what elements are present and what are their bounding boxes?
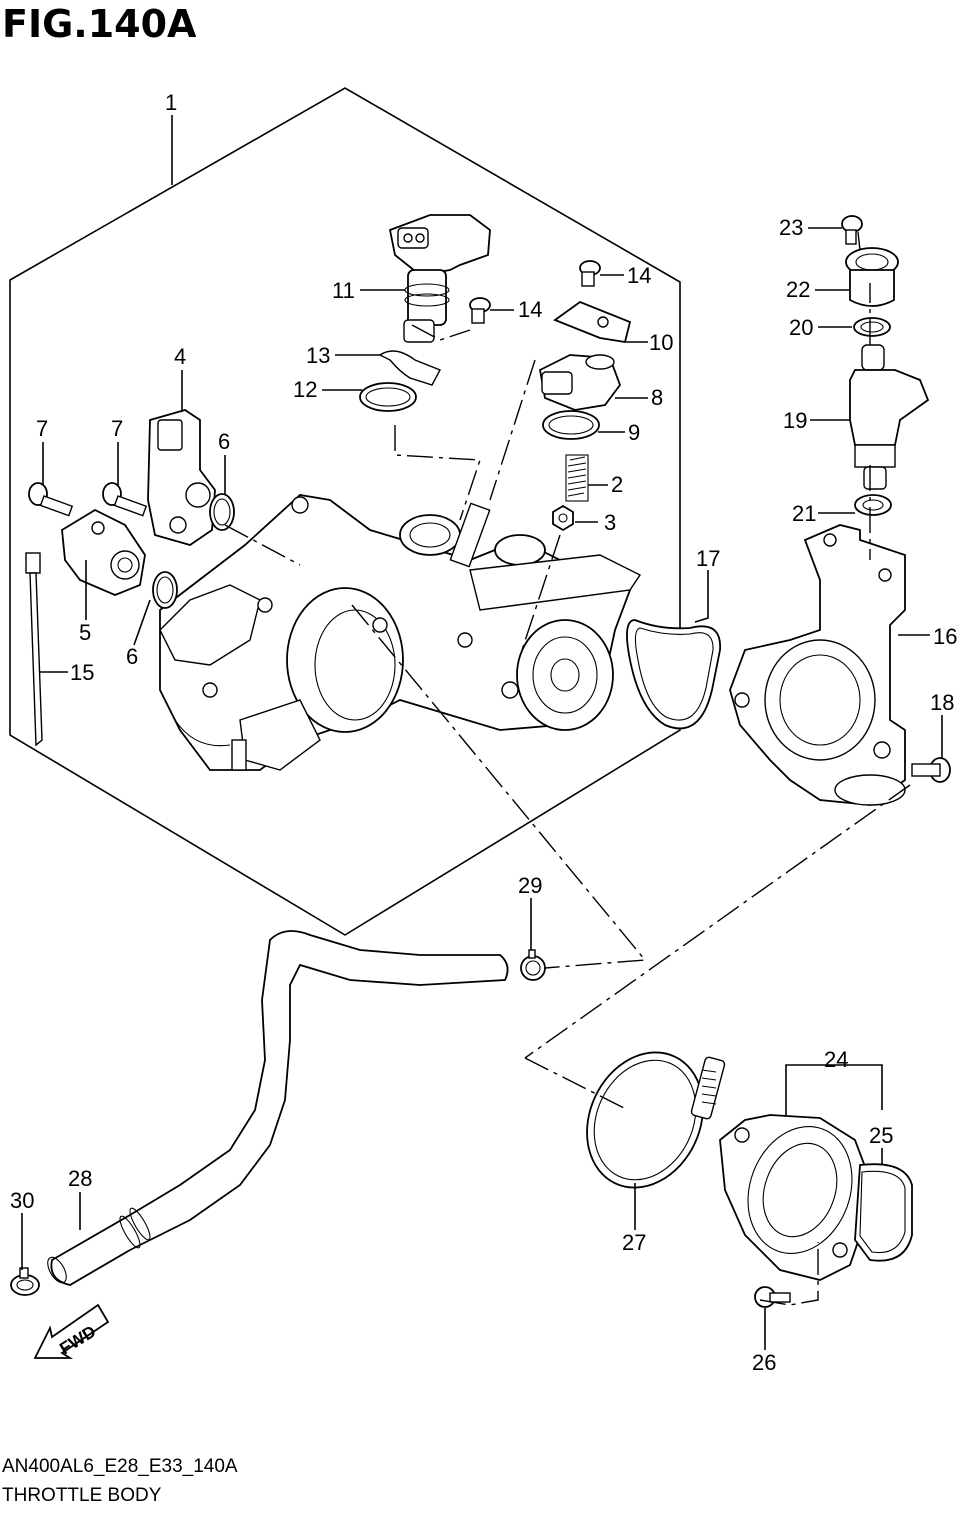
oring-part-9 [542,410,600,440]
fwd-arrow: FWD [33,1303,110,1359]
screw-part-7b [102,482,148,517]
callout-5: 5 [79,620,91,645]
gasket-part-17 [626,619,721,730]
hose-part-28 [50,930,509,1286]
alignment-lines [224,231,911,1306]
callout-12: 12 [293,377,317,402]
figure-name: THROTTLE BODY [2,1485,162,1506]
callout-17: 17 [696,546,720,571]
clamp-part-29 [520,949,546,981]
spring-part-2 [565,454,589,502]
callout-13: 13 [306,343,330,368]
assembly-outline [9,87,681,936]
cable-tie-part-15 [25,552,43,747]
plate-part-10 [553,300,632,344]
oring-part-20 [853,317,891,337]
callout-1: 1 [165,90,177,115]
callout-30: 30 [10,1188,34,1213]
callout-10: 10 [649,330,673,355]
callout-23: 23 [779,215,803,240]
callout-6a: 6 [218,429,230,454]
sensor-part-5 [61,508,146,596]
callout-24: 24 [824,1047,848,1072]
leader-lines [21,115,943,1350]
intake-pipe-part-16 [729,524,906,806]
callout-27: 27 [622,1230,646,1255]
callout-4: 4 [174,344,186,369]
callout-21: 21 [792,501,816,526]
callout-20: 20 [789,315,813,340]
callout-19: 19 [783,408,807,433]
clip-part-13 [378,350,441,386]
injector-part-19 [849,344,930,490]
cap-part-22 [845,247,899,307]
nut-part-3 [552,504,574,532]
callout-6b: 6 [126,644,138,669]
screw-part-23 [841,215,863,245]
callout-3: 3 [604,510,616,535]
callout-18: 18 [930,690,954,715]
callout-14b: 14 [518,297,542,322]
housing-part-24 [719,1114,871,1281]
callout-16: 16 [933,624,957,649]
callout-9: 9 [628,420,640,445]
bolt-part-18 [911,757,951,783]
callout-11: 11 [332,278,355,303]
callout-28: 28 [68,1166,92,1191]
callout-7b: 7 [111,416,123,441]
callout-29: 29 [518,873,542,898]
throttle-body-part [159,494,642,771]
clamp-part-27 [586,1051,726,1189]
gasket-part-25 [854,1163,913,1262]
callout-2: 2 [611,472,623,497]
callout-22: 22 [786,277,810,302]
sensor-part-8 [538,354,622,411]
callout-8: 8 [651,385,663,410]
callout-14a: 14 [627,263,651,288]
callout-7a: 7 [36,416,48,441]
callout-26: 26 [752,1350,776,1375]
oring-part-12 [359,382,417,412]
screw-part-14b [469,297,491,324]
sensor-part-4 [147,409,216,546]
figure-title: FIG.140A [2,2,197,46]
callout-15: 15 [70,660,94,685]
sensor-part-11 [388,214,491,343]
figure-code: AN400AL6_E28_E33_140A [2,1456,238,1477]
washer-part-21 [854,494,892,516]
screw-part-7a [28,482,74,517]
clamp-part-30 [10,1267,40,1296]
callout-25: 25 [869,1123,893,1148]
callout-labels: 1 2 3 4 5 6 6 7 7 8 9 10 11 12 13 14 14 … [10,90,957,1375]
screw-part-14a [579,260,601,287]
